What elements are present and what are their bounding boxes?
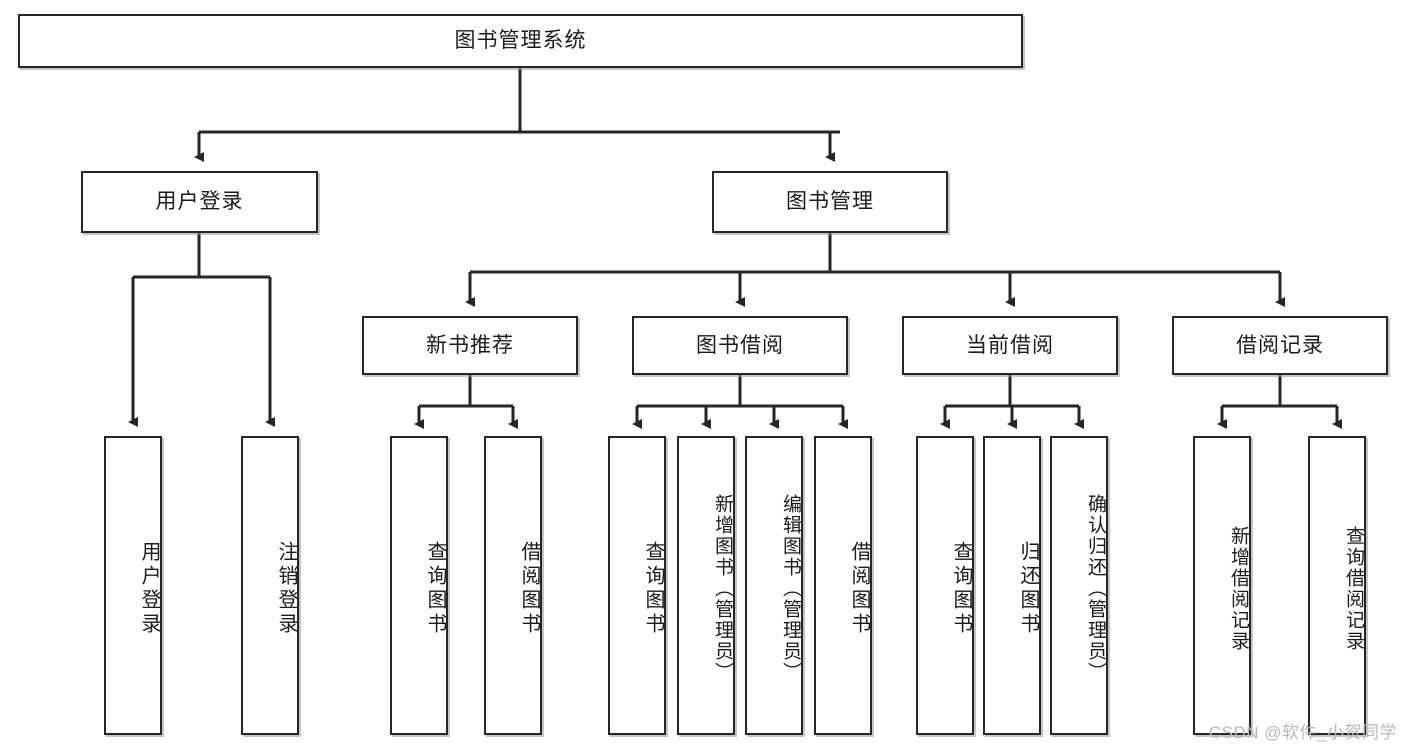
- node-new-book-recommend-label: 新书推荐: [426, 333, 514, 357]
- node-leaf-borrow-book-1-label: 借阅图书: [518, 540, 540, 637]
- node-leaf-query-book-3[interactable]: 查询图书: [916, 436, 974, 735]
- node-leaf-query-book-1[interactable]: 查询图书: [390, 436, 448, 735]
- watermark-text: CSDN @软件_小贺同学: [1208, 723, 1397, 742]
- node-leaf-borrow-book-2[interactable]: 借阅图书: [814, 436, 872, 735]
- node-root-label: 图书管理系统: [454, 29, 587, 53]
- node-leaf-query-book-1-label: 查询图书: [424, 540, 446, 637]
- node-leaf-query-book-2-label: 查询图书: [642, 540, 664, 637]
- node-leaf-add-record[interactable]: 新增借阅记录: [1193, 436, 1251, 735]
- node-book-borrow-label: 图书借阅: [696, 333, 784, 357]
- node-leaf-add-book-label: 新增图书（管理员）: [712, 494, 733, 683]
- node-root[interactable]: 图书管理系统: [18, 14, 1023, 68]
- node-leaf-query-book-3-label: 查询图书: [950, 540, 972, 637]
- node-leaf-edit-book-label: 编辑图书（管理员）: [780, 494, 801, 683]
- node-leaf-borrow-book-2-label: 借阅图书: [848, 540, 870, 637]
- node-borrow-record[interactable]: 借阅记录: [1172, 316, 1388, 375]
- node-leaf-user-logout-label: 注销登录: [275, 540, 297, 637]
- node-user-login[interactable]: 用户登录: [81, 171, 318, 233]
- node-leaf-edit-book[interactable]: 编辑图书（管理员）: [745, 436, 803, 735]
- node-leaf-confirm-return-label: 确认归还（管理员）: [1085, 494, 1106, 683]
- node-leaf-query-record[interactable]: 查询借阅记录: [1308, 436, 1366, 735]
- node-leaf-query-record-label: 查询借阅记录: [1343, 525, 1364, 652]
- node-leaf-borrow-book-1[interactable]: 借阅图书: [484, 436, 542, 735]
- node-leaf-user-login[interactable]: 用户登录: [104, 436, 162, 735]
- node-leaf-return-book-label: 归还图书: [1017, 540, 1039, 637]
- node-current-borrow-label: 当前借阅: [966, 333, 1054, 357]
- node-current-borrow[interactable]: 当前借阅: [902, 316, 1118, 375]
- node-leaf-add-record-label: 新增借阅记录: [1228, 525, 1249, 652]
- node-book-manage[interactable]: 图书管理: [712, 171, 948, 233]
- node-leaf-user-logout[interactable]: 注销登录: [241, 436, 299, 735]
- node-leaf-return-book[interactable]: 归还图书: [983, 436, 1041, 735]
- node-new-book-recommend[interactable]: 新书推荐: [362, 316, 578, 375]
- node-borrow-record-label: 借阅记录: [1236, 333, 1324, 357]
- node-leaf-query-book-2[interactable]: 查询图书: [608, 436, 666, 735]
- node-book-manage-label: 图书管理: [786, 190, 874, 214]
- node-leaf-add-book[interactable]: 新增图书（管理员）: [677, 436, 735, 735]
- node-user-login-label: 用户登录: [155, 190, 244, 214]
- node-book-borrow[interactable]: 图书借阅: [632, 316, 848, 375]
- node-leaf-user-login-label: 用户登录: [138, 540, 160, 637]
- node-leaf-confirm-return[interactable]: 确认归还（管理员）: [1050, 436, 1108, 735]
